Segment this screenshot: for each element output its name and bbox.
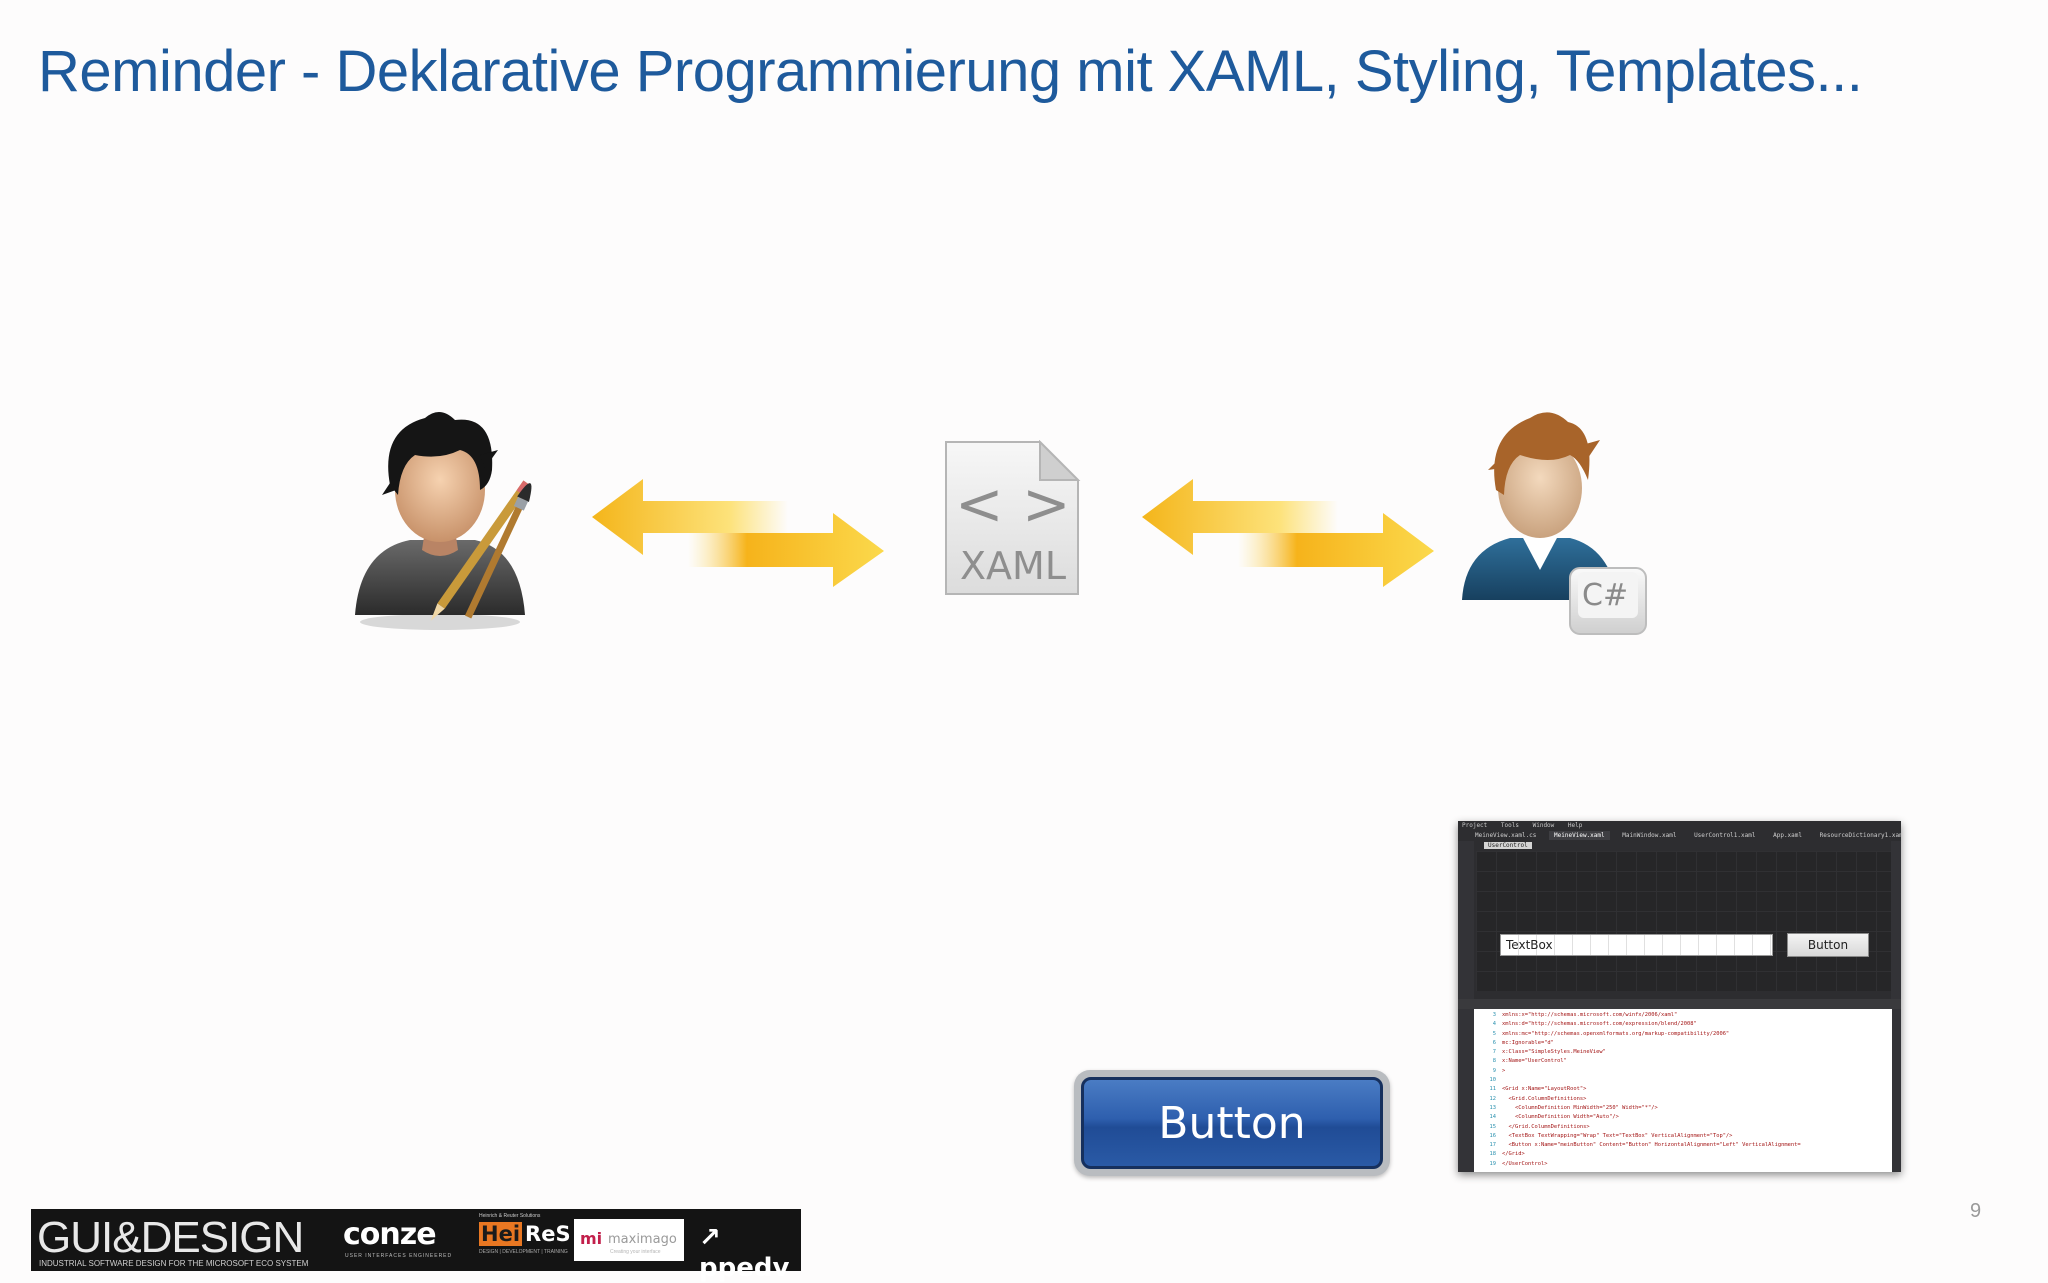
ide-tab: MainWindow.xaml — [1622, 832, 1677, 839]
conze-tagline: USER INTERFACES ENGINEERED — [345, 1253, 453, 1259]
ide-tab-active: MeineView.xaml — [1549, 831, 1610, 840]
heires-tagline: DESIGN | DEVELOPMENT | TRAINING — [479, 1249, 568, 1255]
sponsor-logo-bar: GUI&DESIGN INDUSTRIAL SOFTWARE DESIGN FO… — [31, 1209, 801, 1283]
conze-logo: conze — [343, 1217, 437, 1252]
ide-menu-item: Project — [1462, 822, 1488, 829]
ide-preview-textbox: TextBox — [1500, 934, 1773, 956]
code-line: 13 <ColumnDefinition MinWidth="250" Widt… — [1489, 1104, 1658, 1111]
demo-button[interactable]: Button — [1074, 1070, 1390, 1176]
ide-splitter — [1458, 999, 1901, 1009]
ide-menu-item: Tools — [1500, 822, 1519, 829]
bidirectional-arrows-icon-2 — [1142, 479, 1434, 587]
gui-design-tagline: INDUSTRIAL SOFTWARE DESIGN FOR THE MICRO… — [39, 1259, 309, 1268]
ide-tabs: MeineView.xaml.cs MeineView.xaml MainWin… — [1470, 831, 1901, 840]
ide-tab: App.xaml — [1773, 832, 1803, 839]
code-line: 9> — [1492, 1067, 1506, 1074]
gui-design-logo: GUI&DESIGN — [37, 1213, 304, 1262]
code-line: 10 — [1489, 1077, 1497, 1084]
slide-title: Reminder - Deklarative Programmierung mi… — [38, 39, 1863, 104]
xaml-brackets: < > — [955, 470, 1071, 538]
code-line: 15 </Grid.ColumnDefinitions> — [1489, 1123, 1590, 1130]
ide-element-dropdown: UserControl — [1484, 842, 1532, 849]
ide-preview-button: Button — [1787, 933, 1869, 957]
ide-tab: ResourceDictionary1.xaml — [1819, 832, 1901, 839]
ide-tab: UserControl1.xaml — [1694, 832, 1756, 839]
code-line: 16 <TextBox TextWrapping="Wrap" Text="Te… — [1489, 1132, 1733, 1139]
developer-avatar-icon — [1462, 412, 1647, 635]
code-line: 17 <Button x:Name="meinButton" Content="… — [1489, 1142, 1801, 1149]
code-line: 11<Grid x:Name="LayoutRoot"> — [1489, 1086, 1587, 1093]
code-line: 14 <ColumnDefinition Width="Auto"/> — [1489, 1114, 1619, 1121]
ide-menu-item: Help — [1567, 822, 1583, 829]
code-line: 18</Grid> — [1489, 1151, 1525, 1158]
demo-button-label[interactable]: Button — [1081, 1077, 1383, 1169]
csharp-key-label: C# — [1582, 578, 1629, 613]
xaml-label: XAML — [960, 544, 1066, 588]
ide-tab: MeineView.xaml.cs — [1475, 832, 1537, 839]
ide-menu: Project Tools Window Help — [1462, 822, 1592, 829]
ide-screenshot: Project Tools Window Help MeineView.xaml… — [1458, 821, 1901, 1172]
maximago-logo: mi maximago Creating your interface — [574, 1219, 684, 1261]
ide-design-surface — [1476, 851, 1891, 991]
bidirectional-arrows-icon — [592, 479, 884, 587]
designer-avatar-icon — [355, 411, 532, 630]
ppedv-logo: ↗︎ ppedv — [699, 1223, 790, 1283]
code-line: 12 <Grid.ColumnDefinitions> — [1489, 1095, 1587, 1102]
ide-menu-item: Window — [1532, 822, 1555, 829]
heires-company-name: Heinrich & Reuter Solutions — [479, 1213, 541, 1219]
code-line: 19</UserControl> — [1489, 1160, 1548, 1167]
xaml-file-icon — [945, 440, 1081, 595]
page-number: 9 — [1970, 1200, 1982, 1222]
